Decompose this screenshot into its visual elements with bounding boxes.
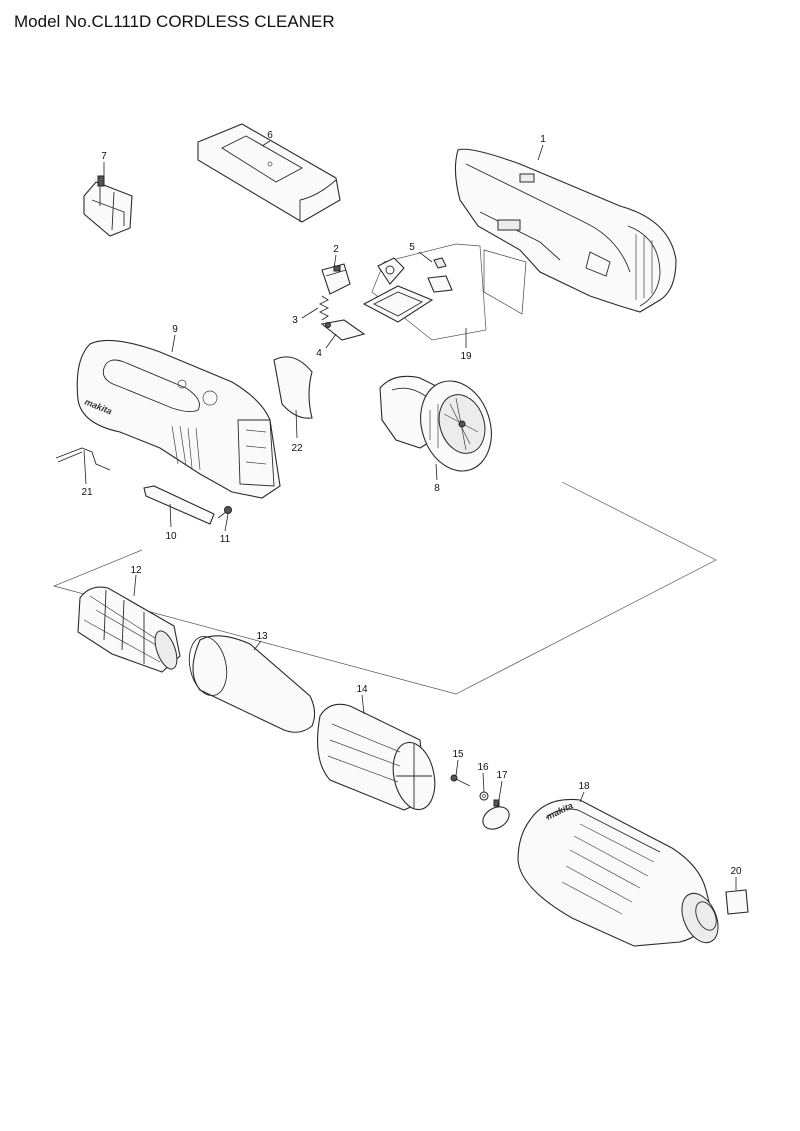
- callout-20: 20: [730, 866, 742, 877]
- callout-9: 9: [172, 324, 178, 335]
- callout-labels: 1 2 3 4 5 6 7 8 9 10 11 12 13 14 15 16 1…: [81, 130, 742, 877]
- callout-10: 10: [165, 531, 177, 542]
- part-18-front-nozzle: makita: [517, 798, 719, 947]
- callout-8: 8: [434, 483, 440, 494]
- callout-15: 15: [452, 749, 464, 760]
- callout-11: 11: [220, 534, 231, 545]
- part-5-small-block: [433, 257, 447, 269]
- part-20-label: [725, 889, 749, 915]
- part-2-switch: [321, 263, 351, 295]
- part-17-valve-disc: [482, 799, 510, 830]
- part-21-wire-clip: [55, 447, 111, 471]
- callout-22: 22: [291, 443, 303, 454]
- part-15-screw: [450, 774, 471, 787]
- part-13-cone-filter: [188, 635, 316, 733]
- callout-19: 19: [460, 351, 472, 362]
- callout-18: 18: [578, 781, 590, 792]
- part-19-inner-parts: [362, 249, 527, 323]
- leader-lines: [83, 140, 737, 890]
- part-9-lower-housing: makita: [76, 339, 281, 499]
- part-22-filter-sheet: [273, 356, 313, 419]
- part-1-upper-housing: [454, 148, 677, 313]
- page-title: Model No.CL111D CORDLESS CLEANER: [14, 12, 335, 31]
- part-16-washer: [479, 791, 489, 801]
- part-10-label-strip: [143, 485, 215, 525]
- part-12-prefilter-cage: [77, 586, 181, 673]
- callout-4: 4: [316, 348, 322, 359]
- assembly-group-lines: [52, 243, 717, 695]
- part-7-clip: [83, 175, 133, 237]
- part-6-battery-cover: [197, 123, 341, 223]
- callout-2: 2: [333, 244, 339, 255]
- part-8-motor-fan: [379, 375, 492, 472]
- callout-21: 21: [81, 487, 93, 498]
- callout-13: 13: [256, 631, 268, 642]
- part-14-filter-cylinder: [317, 703, 436, 811]
- part-4-switch-lever: [320, 319, 366, 341]
- callout-14: 14: [356, 684, 368, 695]
- callout-16: 16: [477, 762, 489, 773]
- callout-6: 6: [267, 130, 273, 141]
- callout-12: 12: [130, 565, 142, 576]
- callout-17: 17: [496, 770, 508, 781]
- callout-7: 7: [101, 151, 107, 162]
- callout-1: 1: [540, 134, 546, 145]
- part-11-screw: [217, 506, 232, 519]
- callout-3: 3: [292, 315, 298, 326]
- callout-5: 5: [409, 242, 415, 253]
- part-3-spring: [318, 295, 330, 321]
